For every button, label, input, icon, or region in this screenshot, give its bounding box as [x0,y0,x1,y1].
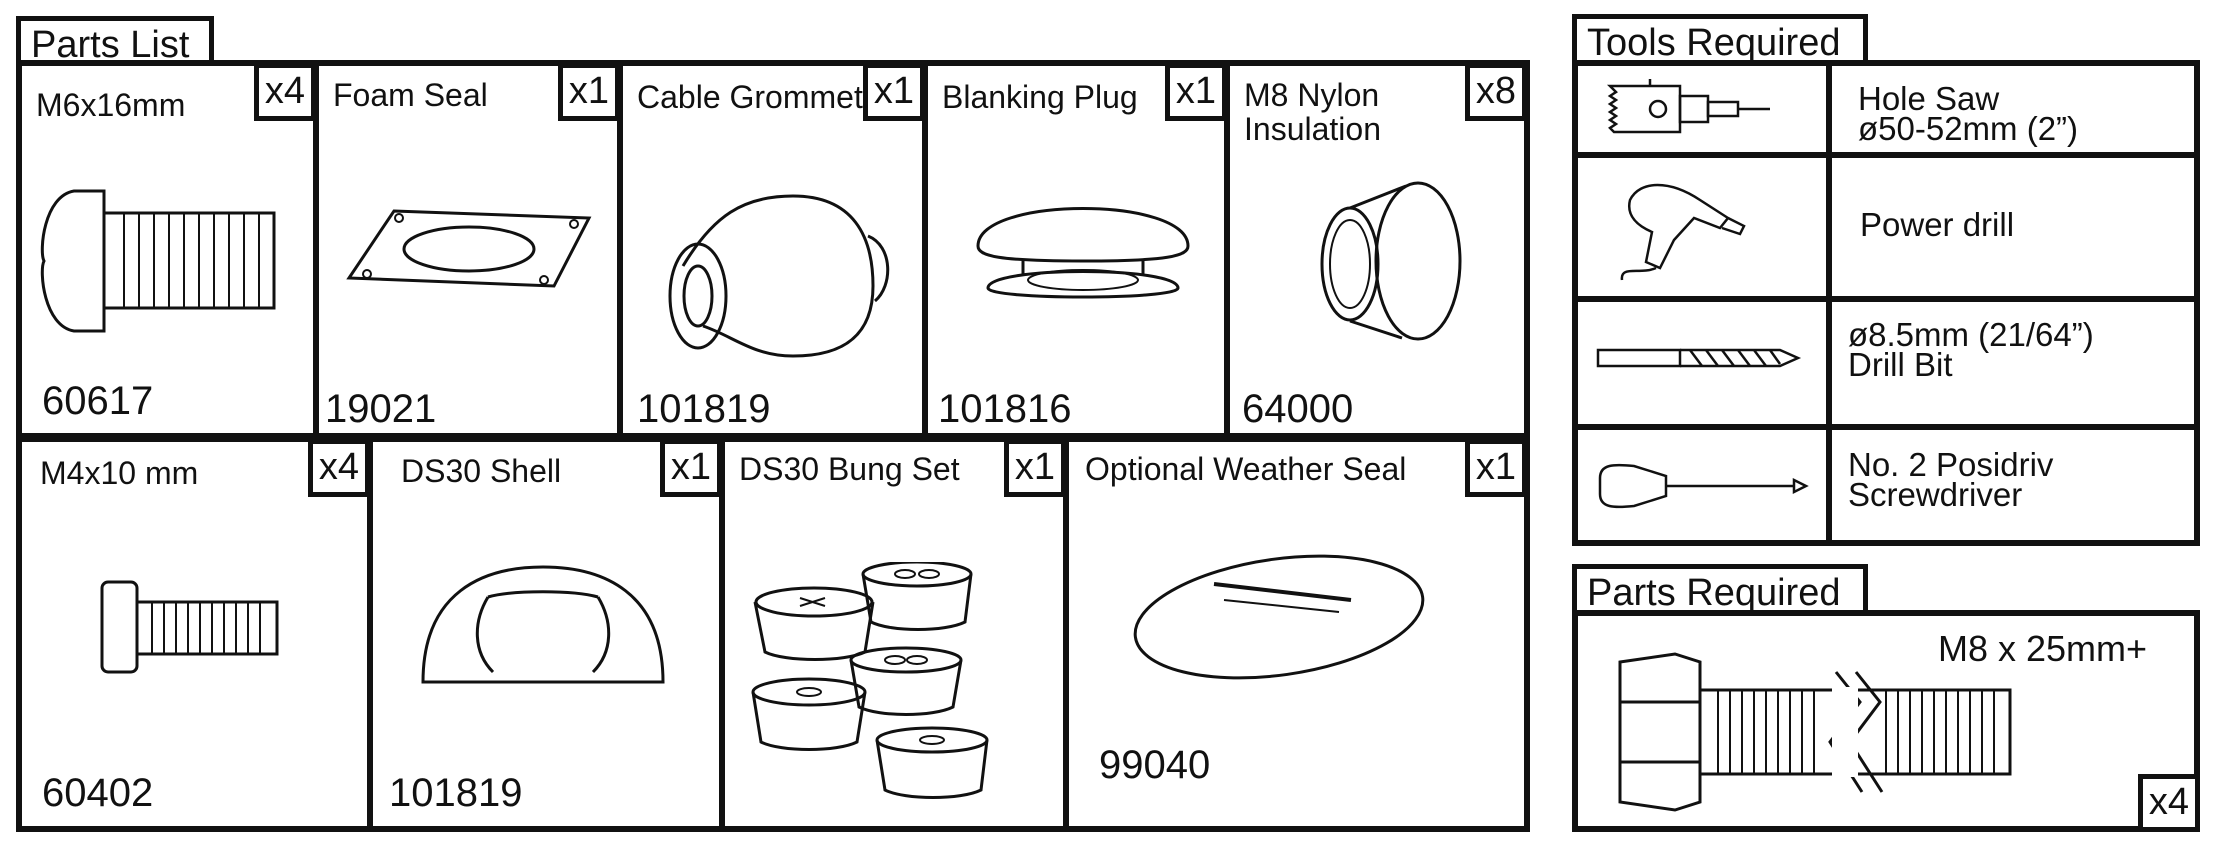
part-cell-ds30-bung-set: DS30 Bung Set x1 [722,439,1066,829]
qty-badge: x1 [659,442,719,497]
bolt-icon [40,189,276,333]
qty-badge: x1 [1003,442,1063,497]
part-code: 99040 [1099,743,1211,787]
part-name: Optional Weather Seal [1085,451,1407,487]
tool-label-screwdriver: No. 2 Posidriv Screwdriver [1848,446,2054,513]
tools-column-divider [1826,60,1832,546]
qty-badge: x1 [557,66,617,121]
qty-badge: x8 [1464,66,1524,121]
parts-required-title: Parts Required [1587,572,1841,614]
long-bolt-icon [1618,652,2012,812]
tools-required-title: Tools Required [1587,22,1841,64]
parts-list-row-divider [16,433,1530,439]
nylon-insulation-icon [1320,181,1462,341]
hole-saw-icon [1606,79,1770,134]
tools-required-frame [1572,60,2200,546]
part-code: 101816 [938,387,1072,431]
part-cell-blanking-plug: Blanking Plug x1 101816 [925,63,1227,436]
power-drill-icon [1620,183,1746,281]
part-name: M8 Nylon Insulation [1244,77,1381,147]
qty-badge: x4 [253,66,313,121]
qty-badge: x1 [1164,66,1224,121]
part-cell-m6x16: M6x16mm x4 60617 [19,63,316,436]
part-name: DS30 Shell [401,453,562,489]
qty-badge: x1 [1464,442,1524,497]
part-name: Foam Seal [333,77,488,113]
qty-badge: x4 [2137,774,2200,832]
part-cell-weather-seal: Optional Weather Seal x1 99040 [1066,439,1527,829]
tools-row-divider-3 [1572,424,2200,430]
small-bolt-icon [100,580,279,674]
qty-badge: x4 [307,442,367,497]
parts-list-tab: Parts List [16,16,214,65]
parts-required-label: M8 x 25mm+ [1938,628,2148,669]
part-name: DS30 Bung Set [739,451,960,487]
parts-list-title: Parts List [31,24,190,66]
part-name: Cable Grommet [637,79,863,115]
weather-seal-icon [1133,554,1425,680]
screwdriver-icon [1598,463,1809,509]
part-cell-foam-seal: Foam Seal x1 19021 [316,63,620,436]
part-code: 64000 [1242,387,1354,431]
tool-label-hole-saw: Hole Saw ø50-52mm (2”) [1858,80,2079,147]
shell-icon [421,565,665,684]
foam-seal-icon [346,209,592,288]
tools-row-divider-1 [1572,152,2200,158]
tools-row-divider-2 [1572,296,2200,302]
part-name: M6x16mm [36,87,186,123]
drill-bit-icon [1596,348,1802,368]
part-code: 60617 [42,379,154,423]
cable-grommet-icon [668,194,890,358]
part-code: 101819 [637,387,771,431]
tool-label-power-drill: Power drill [1860,206,2015,243]
part-code: 101819 [389,771,523,815]
bung-set-icon [751,562,989,799]
qty-badge: x1 [862,66,922,121]
blanking-plug-icon [976,207,1190,299]
tools-required-tab: Tools Required [1572,14,1868,64]
parts-required-frame: M8 x 25mm+ x4 [1572,610,2200,832]
part-cell-nylon-insulation: M8 Nylon Insulation x8 64000 [1227,63,1527,436]
part-name: Blanking Plug [942,79,1138,115]
part-code: 19021 [325,387,437,431]
part-cell-ds30-shell: DS30 Shell x1 101819 [370,439,722,829]
part-cell-cable-grommet: Cable Grommet x1 101819 [620,63,925,436]
part-code: 60402 [42,771,154,815]
part-name: M4x10 mm [40,455,199,491]
tool-label-drill-bit: ø8.5mm (21/64”) Drill Bit [1848,316,2094,383]
part-cell-m4x10: M4x10 mm x4 60402 [19,439,370,829]
parts-required-tab: Parts Required [1572,564,1868,614]
